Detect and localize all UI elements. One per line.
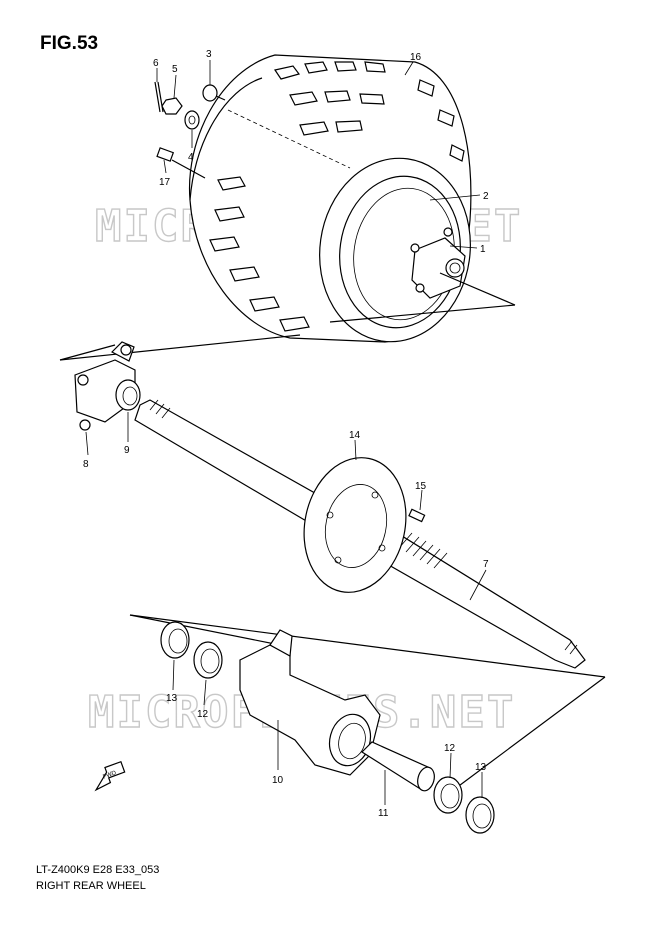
oil-seal-right [465, 796, 495, 834]
callout-6: 6 [153, 58, 159, 69]
callout-13-left: 13 [166, 693, 178, 704]
callout-5: 5 [172, 64, 178, 75]
wheel-hub [410, 227, 466, 299]
oil-seal-left [160, 621, 190, 659]
axle-hub-flange [74, 341, 141, 431]
callout-7: 7 [483, 559, 489, 570]
callout-4: 4 [188, 152, 194, 163]
forward-arrow-icon: FWD [94, 760, 126, 792]
figure-title: FIG.53 [40, 33, 99, 54]
callout-2: 2 [483, 191, 489, 202]
bearing-right [433, 776, 463, 814]
callout-13-right: 13 [475, 762, 487, 773]
bearing-left [193, 641, 223, 679]
callout-8: 8 [83, 459, 89, 470]
callout-12-left: 12 [197, 709, 209, 720]
callout-17: 17 [159, 177, 171, 188]
callout-11: 11 [378, 808, 389, 819]
callout-16: 16 [410, 52, 422, 63]
tire [188, 54, 472, 343]
bearing-housing [239, 629, 381, 776]
callout-14: 14 [349, 430, 361, 441]
castle-nut [161, 97, 183, 115]
washer [184, 110, 200, 130]
callout-12-right: 12 [444, 743, 456, 754]
callout-10: 10 [272, 775, 284, 786]
spacer-tube [361, 741, 435, 792]
callout-3: 3 [206, 49, 212, 60]
brake-disc [303, 457, 407, 593]
diagram-caption: RIGHT REAR WHEEL [36, 880, 146, 892]
callout-numbers: 1 2 3 4 5 6 7 8 9 10 11 12 12 13 13 14 1… [83, 49, 489, 819]
model-code: LT-Z400K9 E28 E33_053 [36, 864, 160, 876]
assembly-plane-lines [59, 272, 606, 801]
valve-stem [156, 147, 206, 179]
forward-arrow-label: FWD [102, 770, 118, 781]
disc-bolt [408, 508, 426, 523]
cotter-pin [154, 81, 164, 113]
callout-1: 1 [480, 244, 486, 255]
callout-9: 9 [124, 445, 130, 456]
callout-15: 15 [415, 481, 427, 492]
callout-leaders [85, 60, 487, 805]
